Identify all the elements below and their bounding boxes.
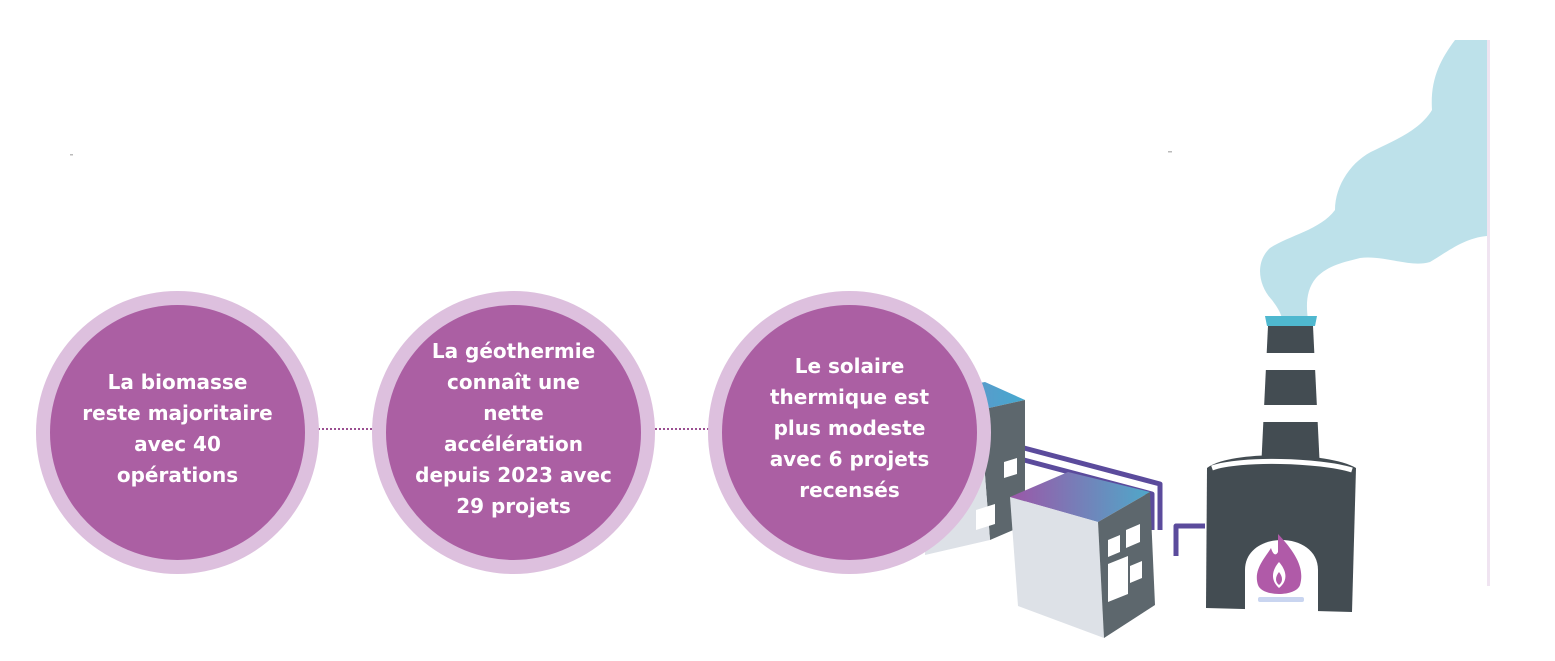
stat-circle-solar: Le solaire thermique est plus modeste av… — [708, 291, 991, 574]
stat-circle-geothermal: La géothermie connaît une nette accéléra… — [372, 291, 655, 574]
stat-text-solar: Le solaire thermique est plus modeste av… — [769, 354, 930, 502]
heating-plant-icon — [1206, 455, 1356, 612]
stat-text-biomass: La biomasse reste majoritaire avec 40 op… — [82, 369, 273, 487]
connector-dotted-line — [655, 428, 709, 430]
chimney — [1261, 316, 1320, 470]
heat-pipes — [1023, 445, 1205, 556]
smoke-cloud — [1260, 40, 1487, 320]
stat-circle-inner: La géothermie connaît une nette accéléra… — [386, 305, 641, 560]
stat-circle-biomass: La biomasse reste majoritaire avec 40 op… — [36, 291, 319, 574]
building-icon — [1010, 472, 1155, 638]
page-edge-divider — [1487, 40, 1490, 586]
stat-circle-inner: Le solaire thermique est plus modeste av… — [722, 305, 977, 560]
flame-icon — [1256, 534, 1304, 602]
stat-text-geothermal: La géothermie connaît une nette accéléra… — [415, 338, 612, 518]
stat-circle-inner: La biomasse reste majoritaire avec 40 op… — [50, 305, 305, 560]
connector-dotted-line — [318, 428, 372, 430]
